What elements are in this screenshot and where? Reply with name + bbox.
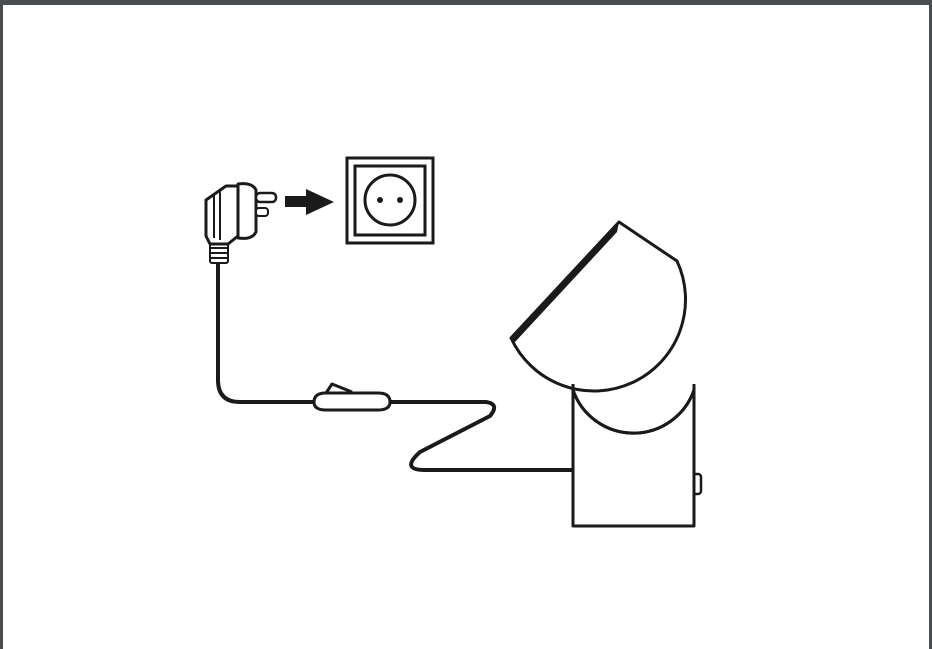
power-cord [216, 260, 577, 472]
arrow-right-icon [285, 189, 334, 215]
plug-icon [204, 182, 278, 264]
spotlight-lamp-icon [509, 220, 703, 528]
inline-switch-icon [312, 382, 392, 412]
wall-socket-icon [345, 156, 435, 245]
